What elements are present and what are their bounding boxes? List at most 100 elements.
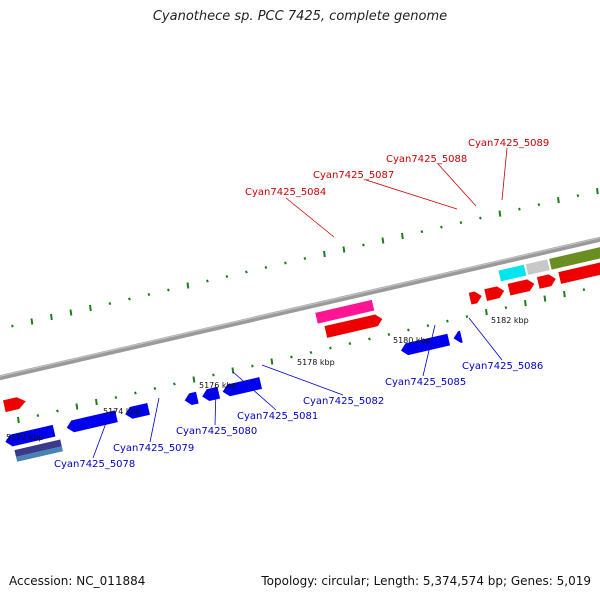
leader-line [149,397,160,443]
gc-dash [30,318,34,325]
leader-line [437,163,477,207]
gc-dash [381,237,385,244]
gene-arrow-forward[interactable] [324,313,384,338]
gc-dash [167,288,170,292]
tick-label: 5176 kbp [199,381,237,390]
gene-label-bottom[interactable]: Cyan7425_5080 [176,426,257,437]
gc-dash [134,391,137,395]
gene-box-olive[interactable] [549,240,600,270]
gc-dash [563,290,566,298]
gene-arrow-reverse[interactable] [452,330,463,344]
gene-box-magenta[interactable] [315,299,375,324]
gc-dash [420,230,424,234]
gc-dash [596,187,599,195]
gc-dash [270,358,274,365]
gc-dash [69,309,73,316]
leader-line [468,317,503,361]
gene-arrow-forward[interactable] [2,395,27,413]
gc-dash [290,355,293,359]
gc-dash [576,194,580,198]
gene-label-bottom[interactable]: Cyan7425_5081 [237,411,318,422]
gc-dash [329,346,332,350]
topology-text: Topology: circular; Length: 5,374,574 bp… [261,574,591,588]
gc-dash [498,210,502,217]
gene-label-bottom[interactable]: Cyan7425_5085 [385,377,466,388]
gc-dash-track [11,187,599,424]
gene-label-top[interactable]: Cyan7425_5087 [313,170,394,181]
leader-line [285,197,335,238]
tick-label: 5174 kbp [103,407,141,416]
gc-dash [524,299,527,307]
gene-box-grey[interactable] [525,259,550,276]
tick-label: 5182 kbp [491,316,529,325]
genome-backbone-highlight [0,237,600,377]
gene-arrow-reverse[interactable] [221,377,263,397]
leader-line [365,179,458,210]
gc-dash [582,288,586,292]
gc-dash [557,196,560,204]
leader-line [232,371,277,411]
gc-dash [543,295,547,302]
gc-dash [245,270,248,274]
gc-dash [342,246,346,253]
leader-line [501,147,508,201]
gc-dash [50,313,53,321]
gc-dash [446,319,449,323]
gc-dash [284,261,287,265]
leader-line [214,388,217,426]
gc-dash [11,324,14,328]
gene-arrow-reverse[interactable] [4,424,56,448]
gene-arrow-forward[interactable] [484,285,505,301]
tick-label: 5180 kbp [393,336,431,345]
gc-dash [36,413,40,418]
gene-arrow-reverse[interactable] [183,391,199,407]
gene-label-bottom[interactable]: Cyan7425_5079 [113,443,194,454]
gc-dash [17,416,20,424]
leader-line [422,324,436,377]
gc-dash [147,292,151,297]
gc-dash [95,398,98,406]
gc-dash [459,221,463,225]
gene-arrow-reverse[interactable] [400,333,451,357]
gene-box-steel[interactable] [16,446,63,462]
gc-dash [264,265,268,270]
gc-dash [309,350,313,355]
gene-arrow-forward[interactable] [507,278,536,296]
gene-arrow-reverse[interactable] [124,403,150,420]
gene-arrow-reverse[interactable] [65,410,118,433]
gc-dash [114,395,118,400]
gc-dash [401,232,404,240]
genome-backbone [0,236,600,381]
gc-dash [387,332,391,337]
gc-dash [206,279,209,283]
gc-dash [537,203,541,207]
gc-dash [479,216,482,220]
gene-arrow-forward[interactable] [558,255,600,284]
gene-label-top[interactable]: Cyan7425_5089 [468,138,549,149]
gc-dash [56,409,59,413]
gene-label-top[interactable]: Cyan7425_5084 [245,187,326,198]
gc-dash [212,373,215,377]
tick-label: 5178 kbp [297,358,335,367]
gc-dash [426,324,430,328]
gene-label-bottom[interactable]: Cyan7425_5082 [303,396,384,407]
gc-dash [368,337,371,341]
gc-dash [504,306,508,310]
gc-dash [89,304,92,312]
gene-box-cyan[interactable] [498,264,527,282]
gene-label-bottom[interactable]: Cyan7425_5078 [54,459,135,470]
gc-dash [485,308,488,316]
gc-dash [108,301,112,306]
gc-dash [128,297,131,301]
gene-arrow-forward[interactable] [536,273,557,289]
gc-dash [192,376,196,383]
gene-label-bottom[interactable]: Cyan7425_5086 [462,361,543,372]
gc-dash [173,382,176,386]
gene-label-top[interactable]: Cyan7425_5088 [386,154,467,165]
gc-dash [153,386,157,391]
accession-text: Accession: NC_011884 [9,574,146,588]
leader-line [92,414,110,459]
gene-box-navy[interactable] [14,439,62,457]
gene-arrow-forward[interactable] [468,290,483,305]
